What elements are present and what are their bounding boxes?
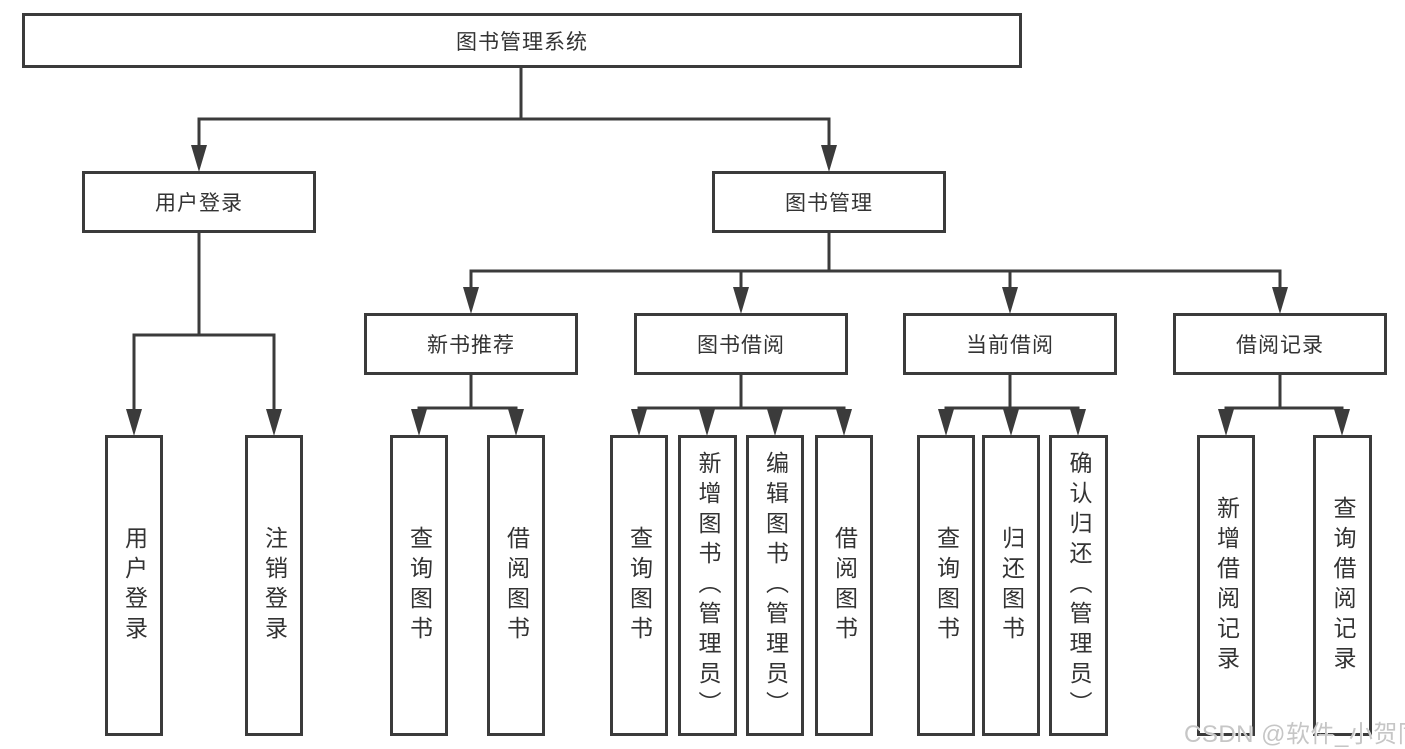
node-label: 归还图书	[998, 525, 1025, 646]
node-new-book-recommendation: 新书推荐	[364, 313, 578, 375]
node-label: 用户登录	[155, 192, 243, 215]
leaf-confirm-return-admin: 确认归还（管理员）	[1049, 435, 1108, 736]
node-label: 图书管理系统	[456, 30, 588, 54]
node-label: 查询图书	[626, 525, 653, 646]
node-label: 编辑图书（管理员）	[762, 450, 789, 721]
leaf-query-borrow-record: 查询借阅记录	[1313, 435, 1372, 736]
leaf-query-books-recommend: 查询图书	[390, 435, 448, 736]
node-label: 图书借阅	[697, 334, 785, 357]
node-label: 注销登录	[261, 525, 288, 646]
leaf-query-books-borrow: 查询图书	[610, 435, 668, 736]
node-book-management: 图书管理	[712, 171, 946, 233]
node-label: 用户登录	[121, 525, 148, 646]
leaf-user-login: 用户登录	[105, 435, 163, 736]
node-label: 借阅记录	[1236, 334, 1324, 357]
node-library-management-system: 图书管理系统	[22, 13, 1022, 68]
node-label: 图书管理	[785, 192, 873, 215]
node-user-login: 用户登录	[82, 171, 316, 233]
node-label: 新增借阅记录	[1213, 495, 1240, 676]
node-label: 当前借阅	[966, 334, 1054, 357]
leaf-borrow-books-recommend: 借阅图书	[487, 435, 545, 736]
node-label: 查询图书	[406, 525, 433, 646]
node-label: 新书推荐	[427, 334, 515, 357]
node-current-borrowing: 当前借阅	[903, 313, 1117, 375]
node-label: 查询图书	[933, 525, 960, 646]
node-label: 确认归还（管理员）	[1066, 450, 1092, 721]
csdn-watermark: CSDN @软件_小贺同学	[1184, 721, 1405, 748]
leaf-query-books-current: 查询图书	[917, 435, 975, 736]
node-label: 借阅图书	[831, 525, 858, 646]
leaf-borrow-books: 借阅图书	[815, 435, 873, 736]
leaf-edit-books-admin: 编辑图书（管理员）	[746, 435, 804, 736]
leaf-add-books-admin: 新增图书（管理员）	[678, 435, 737, 736]
node-label: 新增图书（管理员）	[695, 450, 721, 721]
arrowheads	[126, 145, 1350, 436]
leaf-return-books: 归还图书	[982, 435, 1040, 736]
leaf-add-borrow-record: 新增借阅记录	[1197, 435, 1255, 736]
node-borrowing-records: 借阅记录	[1173, 313, 1387, 375]
node-book-borrowing: 图书借阅	[634, 313, 848, 375]
node-label: 查询借阅记录	[1330, 495, 1356, 676]
node-label: 借阅图书	[503, 525, 530, 646]
leaf-logout: 注销登录	[245, 435, 303, 736]
